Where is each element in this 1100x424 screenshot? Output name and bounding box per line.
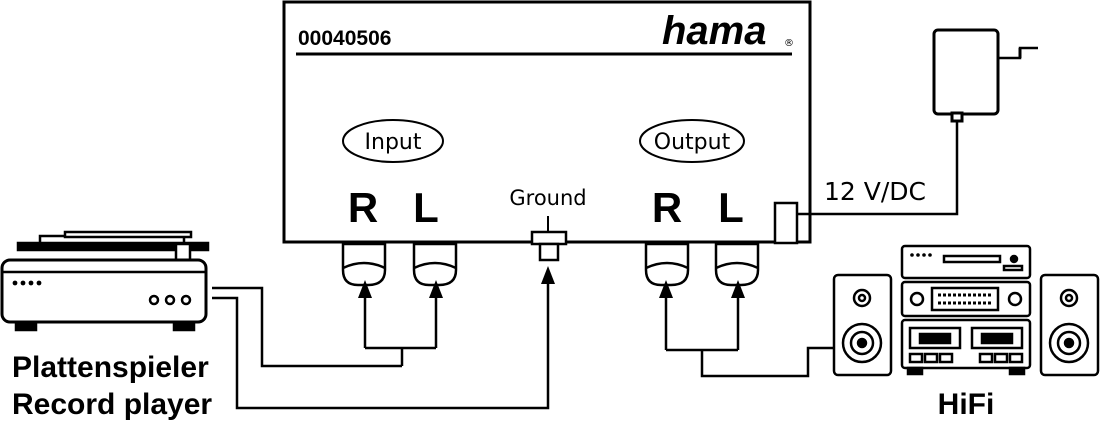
cables (212, 120, 959, 410)
input-r-socket (341, 242, 387, 287)
power-adapter-icon (932, 28, 1038, 123)
hifi-label: HiFi (938, 388, 995, 421)
hifi-system-icon (832, 244, 1100, 377)
turntable-label-en: Record player (12, 388, 212, 421)
registered-mark: ® (784, 38, 794, 49)
ground-terminal (530, 230, 568, 246)
output-l-label: L (718, 184, 744, 231)
input-l-label: L (413, 184, 439, 231)
output-label: Output (654, 130, 731, 155)
output-r-label: R (652, 184, 682, 231)
hama-logo: hama (662, 9, 767, 53)
ground-label: Ground (509, 186, 586, 210)
input-label: Input (365, 130, 422, 155)
power-label: 12 V/DC (824, 177, 926, 206)
arrowheads (358, 266, 745, 298)
output-l-socket (714, 242, 760, 287)
turntable-icon (0, 230, 210, 332)
rca-sockets (341, 230, 760, 287)
article-number: 00040506 (298, 27, 391, 50)
input-r-label: R (348, 184, 378, 231)
preamp-device: 00040506 hama ® Input Output R L R L Gro… (282, 0, 812, 245)
output-ellipse (639, 119, 745, 163)
input-l-socket (412, 242, 458, 287)
output-r-socket (644, 242, 690, 287)
input-ellipse (342, 119, 444, 163)
dc-jack (773, 201, 799, 245)
turntable-label-de: Plattenspieler (12, 351, 209, 384)
